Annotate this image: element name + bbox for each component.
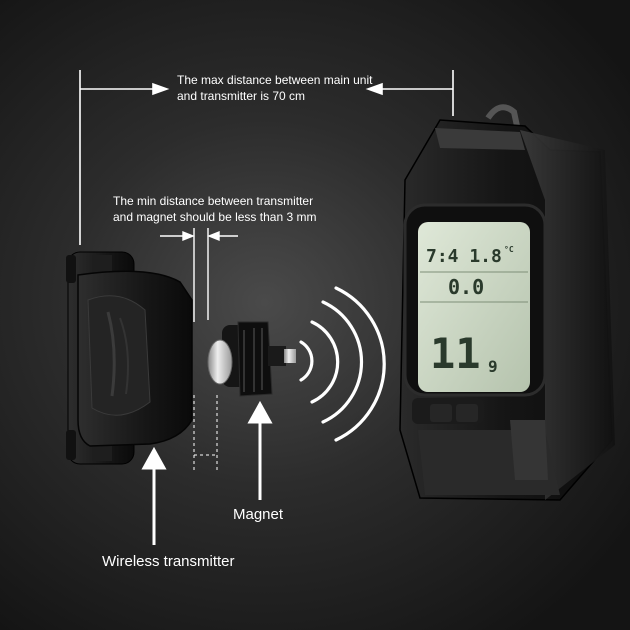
lcd-row-3-small: 9: [488, 357, 498, 376]
wireless-transmitter: [66, 251, 193, 465]
max-distance-note: The max distance between main unit and t…: [177, 72, 377, 104]
transmitter-label: Wireless transmitter: [102, 553, 235, 570]
main-unit: [399, 104, 615, 501]
lcd-row-1: 7:4 1.8: [426, 246, 502, 267]
min-distance-note: The min distance between transmitter and…: [113, 193, 353, 225]
max-distance-line-2: and transmitter is 70 cm: [177, 89, 306, 103]
signal-waves-icon: [299, 286, 386, 442]
min-distance-line-2: and magnet should be less than 3 mm: [113, 210, 317, 224]
magnet: [207, 321, 296, 397]
magnet-arrow: [247, 400, 273, 500]
transmitter-arrow: [141, 446, 167, 545]
lcd-row-3: 11: [430, 329, 481, 378]
max-distance-line-1: The max distance between main unit: [177, 73, 373, 87]
max-distance-dimension: [79, 70, 454, 245]
min-distance-dimension: [160, 228, 238, 470]
lcd-row-1-unit: °C: [504, 245, 514, 254]
magnet-label: Magnet: [233, 506, 284, 523]
lcd-screen: [418, 222, 530, 392]
min-distance-line-1: The min distance between transmitter: [113, 194, 314, 208]
lcd-row-2: 0.0: [448, 275, 484, 299]
